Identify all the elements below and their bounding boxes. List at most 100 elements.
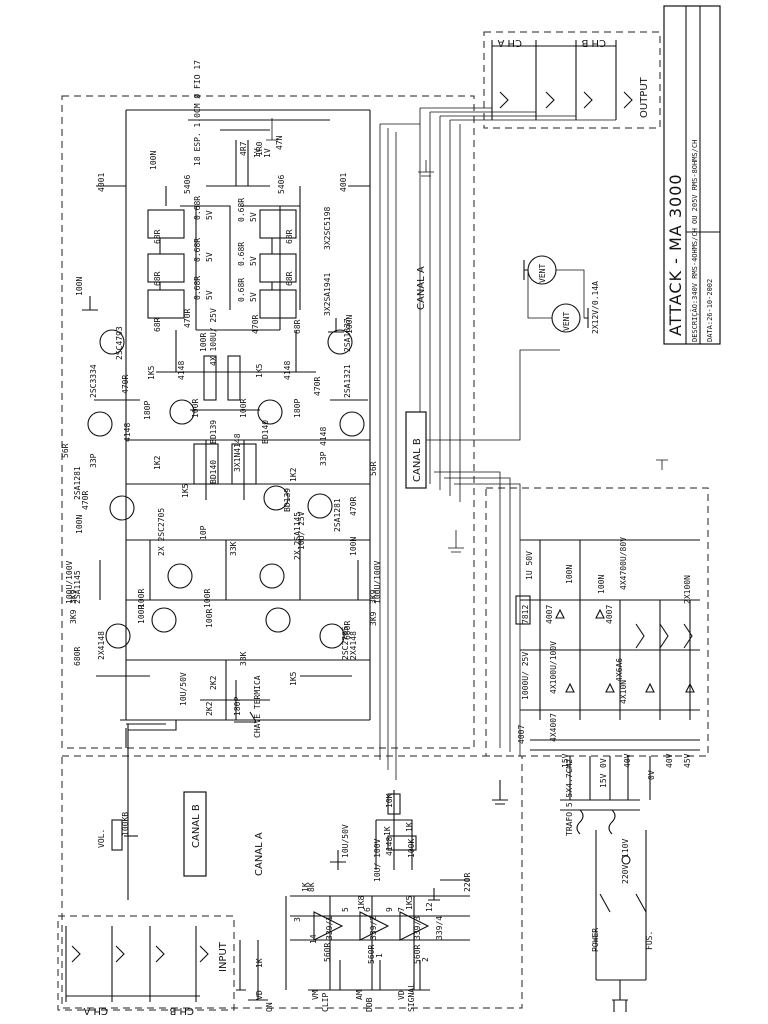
output-jacks: OUTPUT CH A CH B — [491, 37, 650, 120]
resistor-label-38: 33K — [229, 541, 238, 556]
transistor-label-15: 2SC2705 — [341, 626, 350, 660]
volume-label-0: VOL. — [97, 829, 106, 848]
transistor-q8 — [307, 493, 333, 519]
power-amp-drivers — [87, 329, 370, 748]
pre-capacitor-label-0: 10U/50V — [341, 824, 350, 858]
resistor-label-30: 1K5 — [255, 363, 264, 378]
diode-label-5: 4148 — [319, 427, 328, 446]
pre-resistor-label-0: 1K — [255, 958, 264, 968]
led-id-2-label-0: VD — [397, 990, 406, 1000]
resistor-label-24: 100R — [205, 609, 214, 628]
title-text: ATTACK - MA 3000 — [666, 173, 685, 336]
capacitor-label-15: 100U/100V — [373, 560, 382, 604]
pre-resistor-label-7: 220R — [463, 873, 472, 892]
preamp-boundary — [61, 755, 523, 1009]
resistor-label-18: 100R — [191, 399, 200, 418]
pin-label-5: 1 — [375, 953, 384, 958]
transistor-label-14: 2SA1145 — [73, 570, 82, 604]
supply-part-label-5: 4007 — [605, 605, 614, 624]
resistor-label-13: 470R — [313, 377, 322, 396]
pre-capacitor-label-1: 10U/ 100V — [373, 838, 382, 882]
input-jacks: INPUT CH A CH B — [65, 926, 229, 1016]
capacitor-label-11: 47N — [275, 135, 284, 150]
input-ch-b-label: CH B — [169, 1005, 194, 1016]
capacitor-label-3: 100N — [75, 515, 84, 534]
resistor-label-28: 1K2 — [289, 467, 298, 482]
pre-resistor-label-9: 560R — [323, 943, 332, 962]
input-jacks-boundary — [57, 915, 235, 1011]
led-id-0-label-0: VM — [311, 990, 320, 1000]
fan-rating-label: 2X12V/0.14A — [591, 281, 600, 334]
fan-1-label: VENT — [538, 264, 547, 283]
opamp-label-2: 339/3 — [413, 916, 422, 940]
resistor-label-2: 0.68R — [193, 238, 202, 262]
fan-2-label: VENT — [562, 312, 571, 331]
pin-label-4: 14 — [309, 934, 318, 944]
output-ch-a-label: CH A — [497, 37, 522, 48]
transistor-q7 — [109, 495, 135, 521]
led-label-2-label-0: SIGNAL — [407, 983, 416, 1012]
transistor-label-6: BD139 — [209, 420, 218, 444]
transistor-q12 — [265, 607, 291, 633]
supply-part-label-12: 2X100N — [683, 575, 692, 604]
pre-resistor-label-6: 8K — [307, 882, 316, 892]
transistor-label-3: 3X2SA1941 — [323, 272, 332, 316]
input-ch-a-label: CH A — [83, 1005, 108, 1016]
canal-b-pre-label: CANAL B — [191, 804, 202, 848]
pre-diode-label-0: 4148 — [385, 837, 394, 856]
transistor-q9 — [167, 563, 193, 589]
power-rating-label-1: 5V — [249, 212, 258, 222]
resistor-label-19: 100R — [239, 399, 248, 418]
resistor-label-20: 100R — [199, 333, 208, 352]
mains-plug-icon — [612, 980, 628, 1012]
diode-label-8: 3X1N4148 — [233, 433, 242, 472]
capacitor-label-14: 100U/100V — [65, 560, 74, 604]
rail-label-0: 15V — [561, 753, 570, 768]
resistor-label-15: 470R — [251, 315, 260, 334]
resistor-label-35: 3K9 — [369, 611, 378, 626]
resistor-label-0: 0.68R — [193, 196, 202, 220]
supply-part-label-3: 100N — [597, 575, 606, 594]
capacitor-label-9: 10P — [199, 525, 208, 540]
diode-label-6: 4148 — [177, 361, 186, 380]
transistor-q14 — [319, 623, 345, 649]
switch-label-1: FUS. — [645, 931, 654, 950]
diode-label-9: 2X4148 — [97, 631, 106, 660]
resistor-label-1: 0.68R — [237, 198, 246, 222]
title-block: ATTACK - MA 3000 DESCRIÇÃO:340V RMS-4OHM… — [663, 5, 721, 345]
rail-label-4: 0V — [647, 770, 656, 780]
diode-label-4: 4148 — [123, 423, 132, 442]
power-supply-circuit — [515, 459, 700, 751]
rail-label-5: 40V — [665, 753, 674, 768]
pin-label-8: 7 — [397, 907, 406, 912]
pre-resistor-label-5: 1K5 — [405, 895, 414, 910]
volume-pot — [111, 819, 123, 851]
component-labels: 2SC4793 2SA1837 3X2SC5198 3X2SA1941 2SC3334 2… — [61, 60, 692, 1012]
canal-b-pre-box: CANAL B — [183, 791, 207, 877]
supply-part-label-0: 1000U/ 25V — [521, 652, 530, 700]
transistor-label-4: 2SC3334 — [89, 364, 98, 398]
transistor-q2 — [327, 329, 353, 355]
resistor-label-5: 0.68R — [237, 278, 246, 302]
transistor-label-2: 3X2SC5198 — [323, 206, 332, 250]
diode-label-3: 5406 — [277, 175, 286, 194]
canal-b-power-label: CANAL B — [412, 438, 423, 482]
supply-part-label-4: 4007 — [545, 605, 554, 624]
transistor-label-0: 2SC4793 — [115, 326, 124, 360]
output-ch-b-label: CH B — [581, 37, 606, 48]
resistor-label-3: 0.68R — [237, 242, 246, 266]
resistor-label-40: 2K2 — [209, 675, 218, 690]
transistor-label-1: 2SA1837 — [343, 318, 352, 352]
transistor-label-8: BD140 — [209, 460, 218, 484]
pin-label-7: 12 — [425, 902, 434, 912]
resistor-label-14: 470R — [183, 309, 192, 328]
rail-label-3: 40V — [623, 753, 632, 768]
input-label: INPUT — [218, 941, 229, 972]
resistor-label-16: 470R — [81, 491, 90, 510]
led-label-0-label-0: CLIP — [321, 993, 330, 1012]
output-jacks-boundary — [483, 31, 661, 129]
resistor-label-8: 68R — [153, 271, 162, 286]
transistor-label-13: 2X 2SA1145 — [293, 512, 302, 560]
preamp-circuit — [111, 723, 508, 1001]
capacitor-label-6: 33P — [319, 451, 328, 466]
